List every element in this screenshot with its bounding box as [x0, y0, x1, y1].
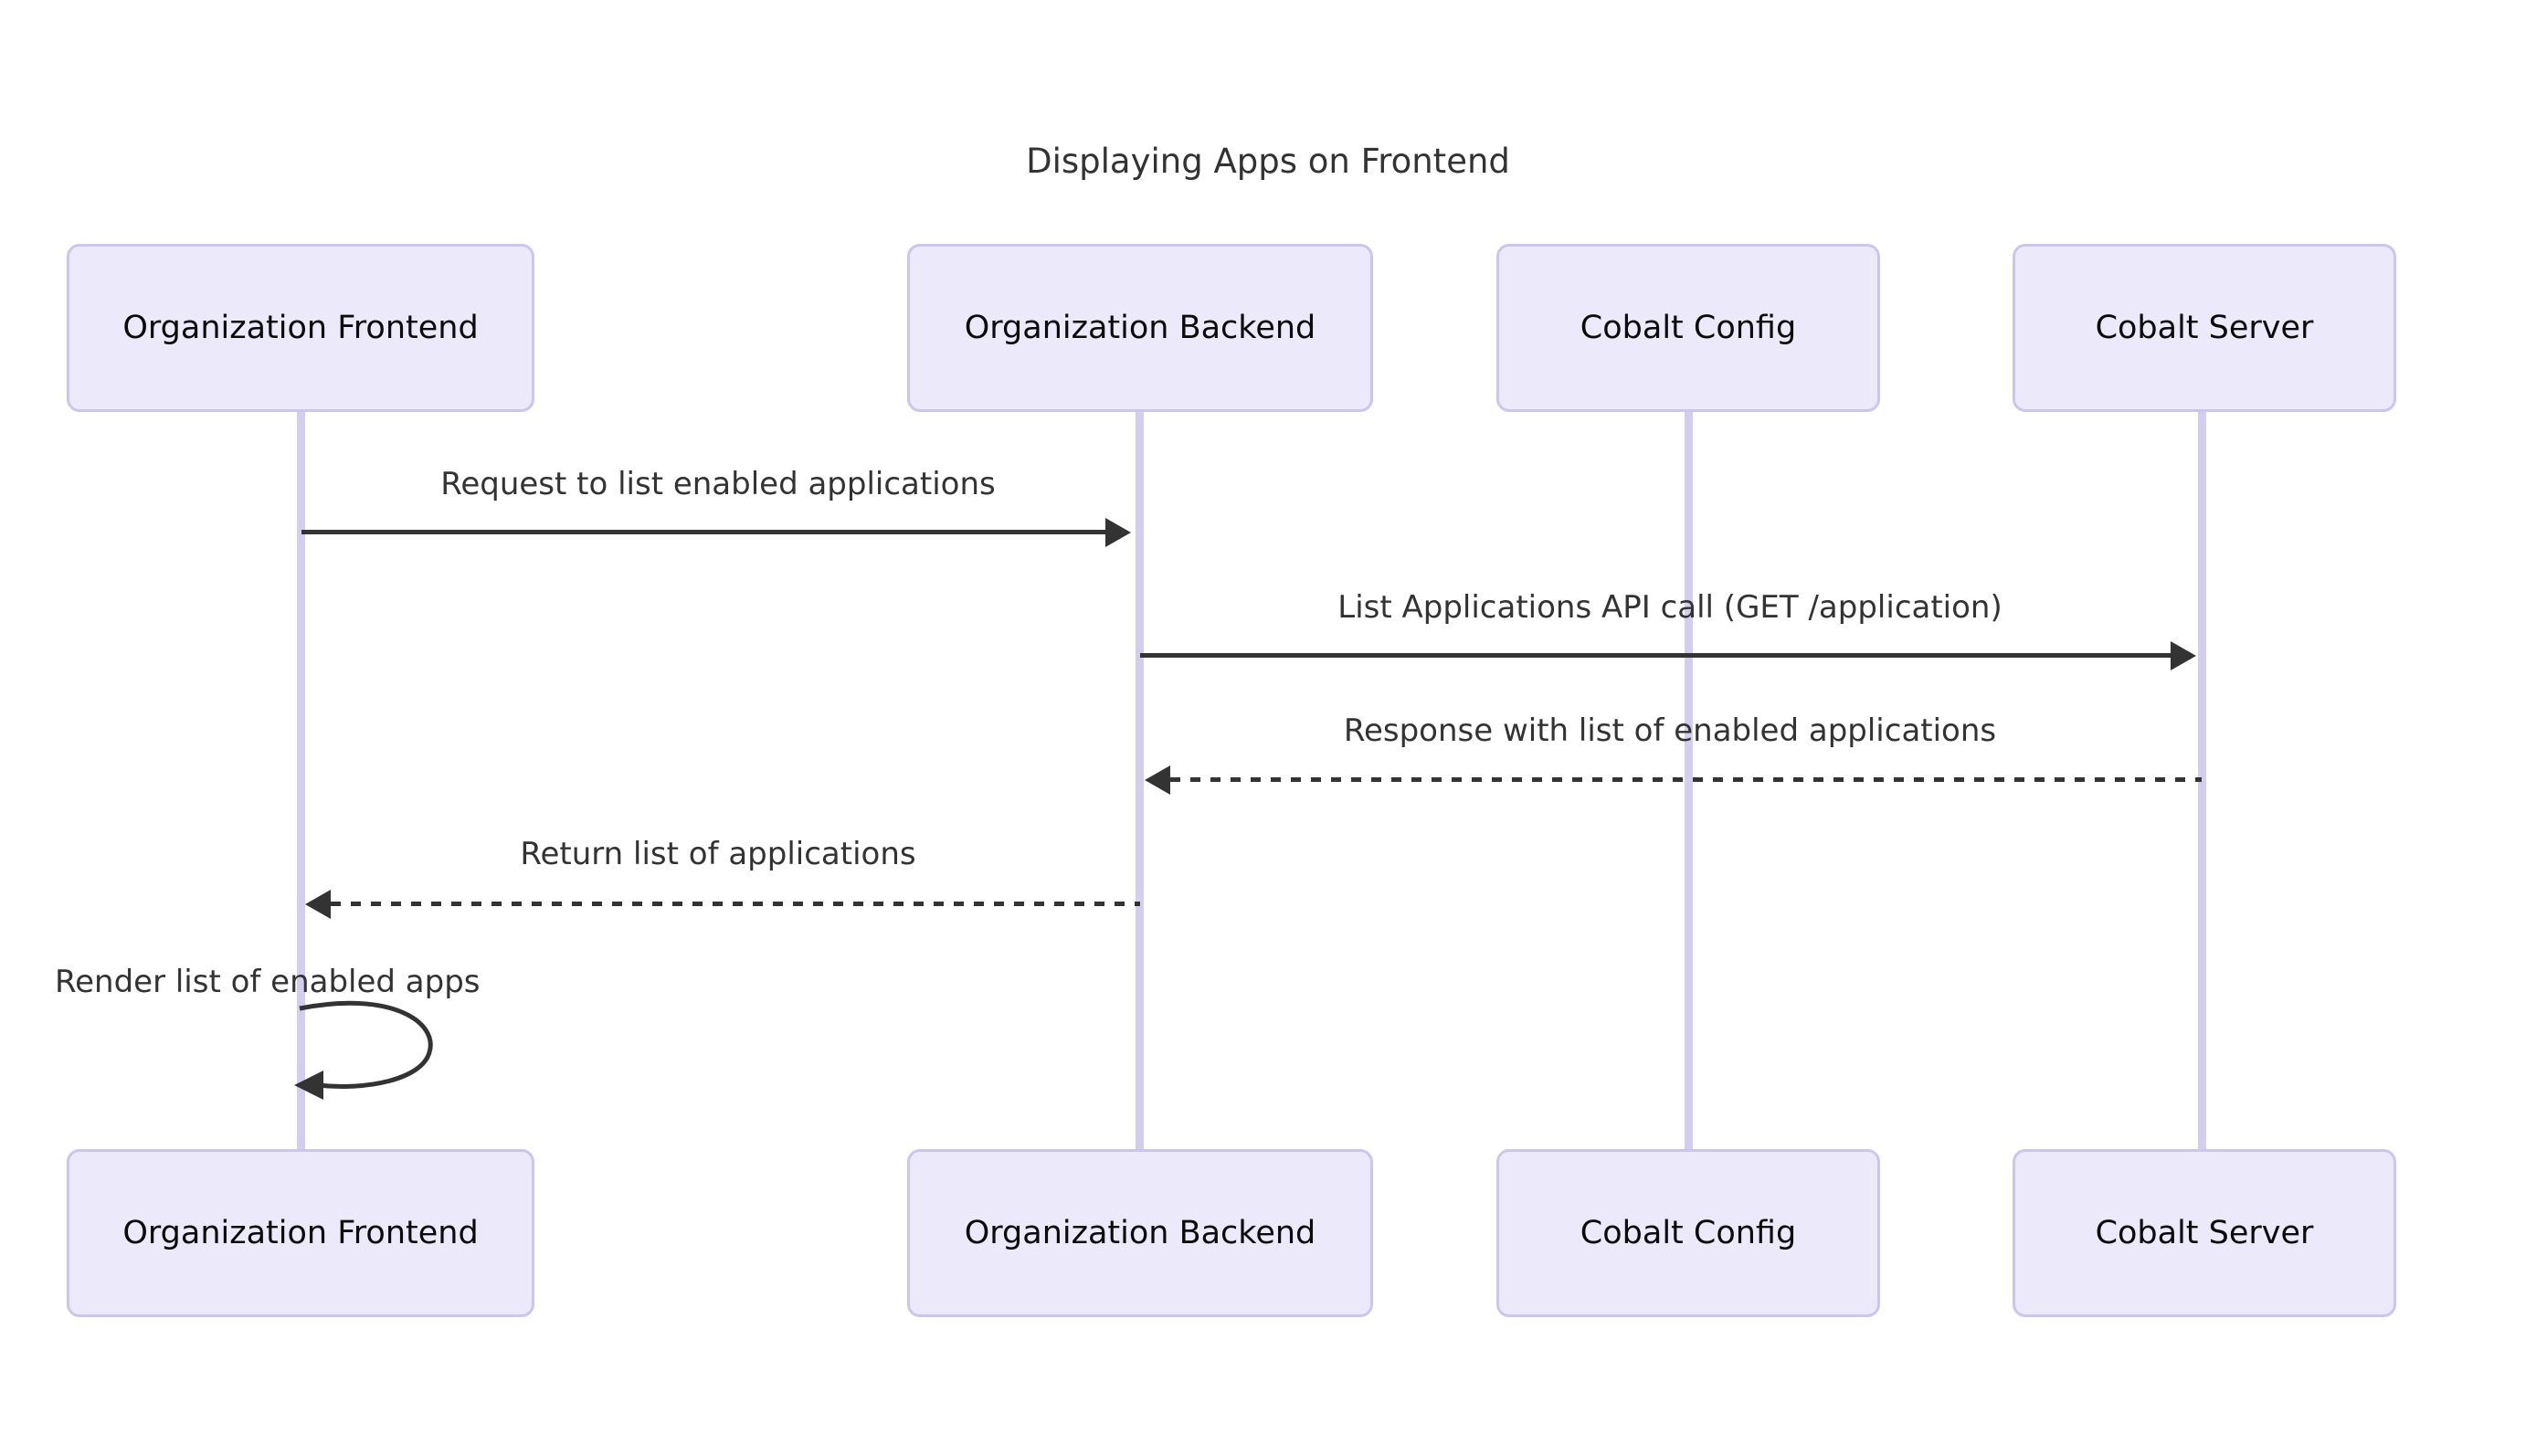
actor-box-bottom-organization-frontend[interactable]: Organization Frontend [67, 1149, 534, 1317]
actor-label: Organization Backend [964, 310, 1316, 346]
message-label-4: Return list of applications [520, 836, 916, 872]
actor-box-top-organization-frontend[interactable]: Organization Frontend [67, 244, 534, 412]
diagram-title: Displaying Apps on Frontend [1026, 142, 1510, 181]
message-arrowhead-2 [2171, 641, 2196, 670]
message-arrowhead-1 [1105, 518, 1131, 547]
actor-box-top-cobalt-config[interactable]: Cobalt Config [1496, 244, 1880, 412]
message-label-1: Request to list enabled applications [440, 466, 996, 502]
message-line-2 [1140, 653, 2171, 658]
actor-box-bottom-organization-backend[interactable]: Organization Backend [907, 1149, 1373, 1317]
actor-box-bottom-cobalt-server[interactable]: Cobalt Server [2013, 1149, 2396, 1317]
actor-box-top-organization-backend[interactable]: Organization Backend [907, 244, 1373, 412]
message-label-5: Render list of enabled apps [55, 964, 481, 1000]
message-label-2: List Applications API call (GET /applica… [1337, 589, 2002, 626]
actor-box-bottom-cobalt-config[interactable]: Cobalt Config [1496, 1149, 1880, 1317]
message-label-3: Response with list of enabled applicatio… [1343, 712, 1997, 749]
actor-box-top-cobalt-server[interactable]: Cobalt Server [2013, 244, 2396, 412]
actor-label: Organization Frontend [122, 1215, 479, 1251]
actor-label: Cobalt Server [2095, 310, 2314, 346]
self-message-loop-icon [294, 1000, 433, 1100]
actor-label: Cobalt Server [2095, 1215, 2314, 1251]
actor-label: Organization Frontend [122, 310, 479, 346]
message-arrowhead-3 [1145, 765, 1170, 795]
actor-label: Organization Backend [964, 1215, 1316, 1251]
lifeline-organization-frontend [297, 411, 305, 1151]
message-line-3 [1170, 777, 2202, 782]
actor-label: Cobalt Config [1580, 310, 1797, 346]
lifeline-cobalt-server [2198, 411, 2206, 1151]
message-line-1 [301, 530, 1105, 534]
message-arrowhead-4 [305, 890, 331, 919]
message-line-4 [331, 902, 1140, 906]
actor-label: Cobalt Config [1580, 1215, 1797, 1251]
lifeline-organization-backend [1136, 411, 1144, 1151]
